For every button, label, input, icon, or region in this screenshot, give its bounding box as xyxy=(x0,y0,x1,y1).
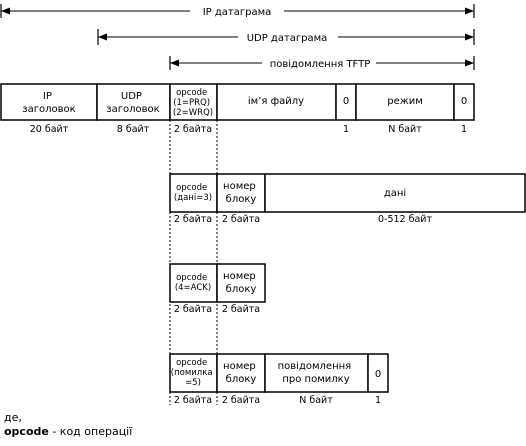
legend-definition: - код операції xyxy=(48,425,133,438)
tftp-message-span: повідомлення TFTP xyxy=(169,56,475,70)
udp-datagram-span: UDP датаграма xyxy=(97,29,475,45)
request-opcode-size: 2 байта xyxy=(174,124,212,135)
ack-packet-labels: opcode (4=ACK) номер блоку 2 байта 2 бай… xyxy=(174,271,260,315)
mode-field: режим xyxy=(387,96,423,107)
zero1-size: 1 xyxy=(343,124,349,135)
error-packet-labels: opcode (помилка =5) номер блоку повідомл… xyxy=(171,358,381,406)
udp-datagram-label: UDP датаграма xyxy=(247,33,328,44)
legend-term: opcode xyxy=(4,425,49,438)
ack-block-number-field: номер блоку xyxy=(223,271,259,295)
ack-block-size: 2 байта xyxy=(222,304,260,315)
request-packet-labels: IP заголовок UDP заголовок opcode (1=PRQ… xyxy=(22,88,467,135)
zero2-size: 1 xyxy=(461,124,467,135)
error-packet-row xyxy=(169,353,389,393)
data-block-number-field: номер блоку xyxy=(223,181,259,205)
filename-field: ім’я файлу xyxy=(248,95,304,107)
error-block-size: 2 байта xyxy=(222,395,260,406)
data-size: 0-512 байт xyxy=(378,214,432,225)
legend: де, opcode - код операції xyxy=(4,411,132,439)
request-packet-row xyxy=(0,83,475,121)
ack-opcode-field: opcode (4=ACK) xyxy=(175,273,211,293)
data-opcode-size: 2 байта xyxy=(174,214,212,225)
ip-datagram-span: IP датаграма xyxy=(0,4,475,18)
udp-header-field: UDP заголовок xyxy=(106,91,159,115)
ack-packet-row xyxy=(169,263,266,303)
data-opcode-field: opcode (дані=3) xyxy=(174,183,212,203)
data-packet-row xyxy=(169,173,526,213)
error-message-size: N байт xyxy=(299,395,333,406)
opcode-guide-lines xyxy=(169,84,218,405)
request-opcode-field: opcode (1=PRQ) (2=WRQ) xyxy=(173,88,213,118)
error-opcode-size: 2 байта xyxy=(174,395,212,406)
error-zero-terminator: 0 xyxy=(375,369,381,380)
error-opcode-field: opcode (помилка =5) xyxy=(171,358,216,388)
error-block-number-field: номер блоку xyxy=(223,361,259,385)
udp-header-size: 8 байт xyxy=(117,124,150,135)
ip-header-size: 20 байт xyxy=(30,124,69,135)
data-block-size: 2 байта xyxy=(222,214,260,225)
tftp-message-label: повідомлення TFTP xyxy=(270,58,371,70)
data-field: дані xyxy=(384,187,406,199)
ip-datagram-label: IP датаграма xyxy=(203,7,272,18)
ip-header-field: IP заголовок xyxy=(22,91,75,115)
zero-terminator-2: 0 xyxy=(461,96,467,107)
data-packet-labels: opcode (дані=3) номер блоку дані 2 байта… xyxy=(174,181,433,225)
legend-where: де, xyxy=(4,411,22,424)
error-zero-size: 1 xyxy=(375,395,381,406)
legend-opcode-definition: opcode - код операції xyxy=(4,425,132,439)
ack-opcode-size: 2 байта xyxy=(174,304,212,315)
zero-terminator-1: 0 xyxy=(343,96,349,107)
error-message-field: повідомлення про помилку xyxy=(278,360,355,385)
mode-size: N байт xyxy=(388,124,422,135)
